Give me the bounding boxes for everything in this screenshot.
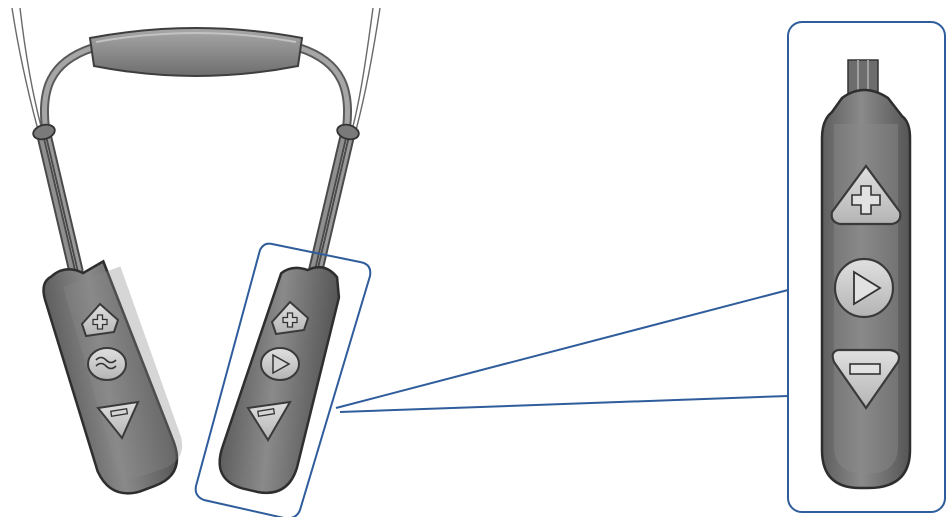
right-volume-up-button[interactable] xyxy=(270,300,310,336)
plus-icon xyxy=(92,314,108,330)
right-volume-down-button[interactable] xyxy=(246,400,292,442)
earphone-cables xyxy=(11,7,381,131)
play-icon xyxy=(853,270,882,306)
right-arm xyxy=(308,123,360,274)
left-ambient-button[interactable] xyxy=(87,347,127,381)
cable-clip-right xyxy=(336,123,360,141)
zoomed-volume-up-button[interactable] xyxy=(830,164,902,226)
minus-icon xyxy=(257,408,276,417)
right-play-pause-button[interactable] xyxy=(260,347,300,381)
neckband-center-pad xyxy=(88,27,304,77)
right-remote xyxy=(218,265,341,495)
neckband xyxy=(39,27,353,137)
wave-icon xyxy=(95,356,117,370)
callout-connector-lines xyxy=(335,289,789,413)
minus-icon xyxy=(110,408,129,417)
callout-zoom-panel xyxy=(787,21,946,513)
zoomed-play-pause-button[interactable] xyxy=(833,257,895,319)
cable-clip-left xyxy=(32,123,56,141)
play-icon xyxy=(272,353,291,375)
plus-icon xyxy=(282,312,298,328)
minus-icon xyxy=(849,363,881,375)
left-volume-down-button[interactable] xyxy=(96,400,140,440)
zoomed-volume-down-button[interactable] xyxy=(831,348,901,410)
plus-icon xyxy=(851,185,881,215)
left-arm xyxy=(32,123,84,274)
callout-source-frame xyxy=(194,242,372,517)
left-volume-up-button[interactable] xyxy=(80,302,120,338)
left-remote xyxy=(42,259,183,495)
